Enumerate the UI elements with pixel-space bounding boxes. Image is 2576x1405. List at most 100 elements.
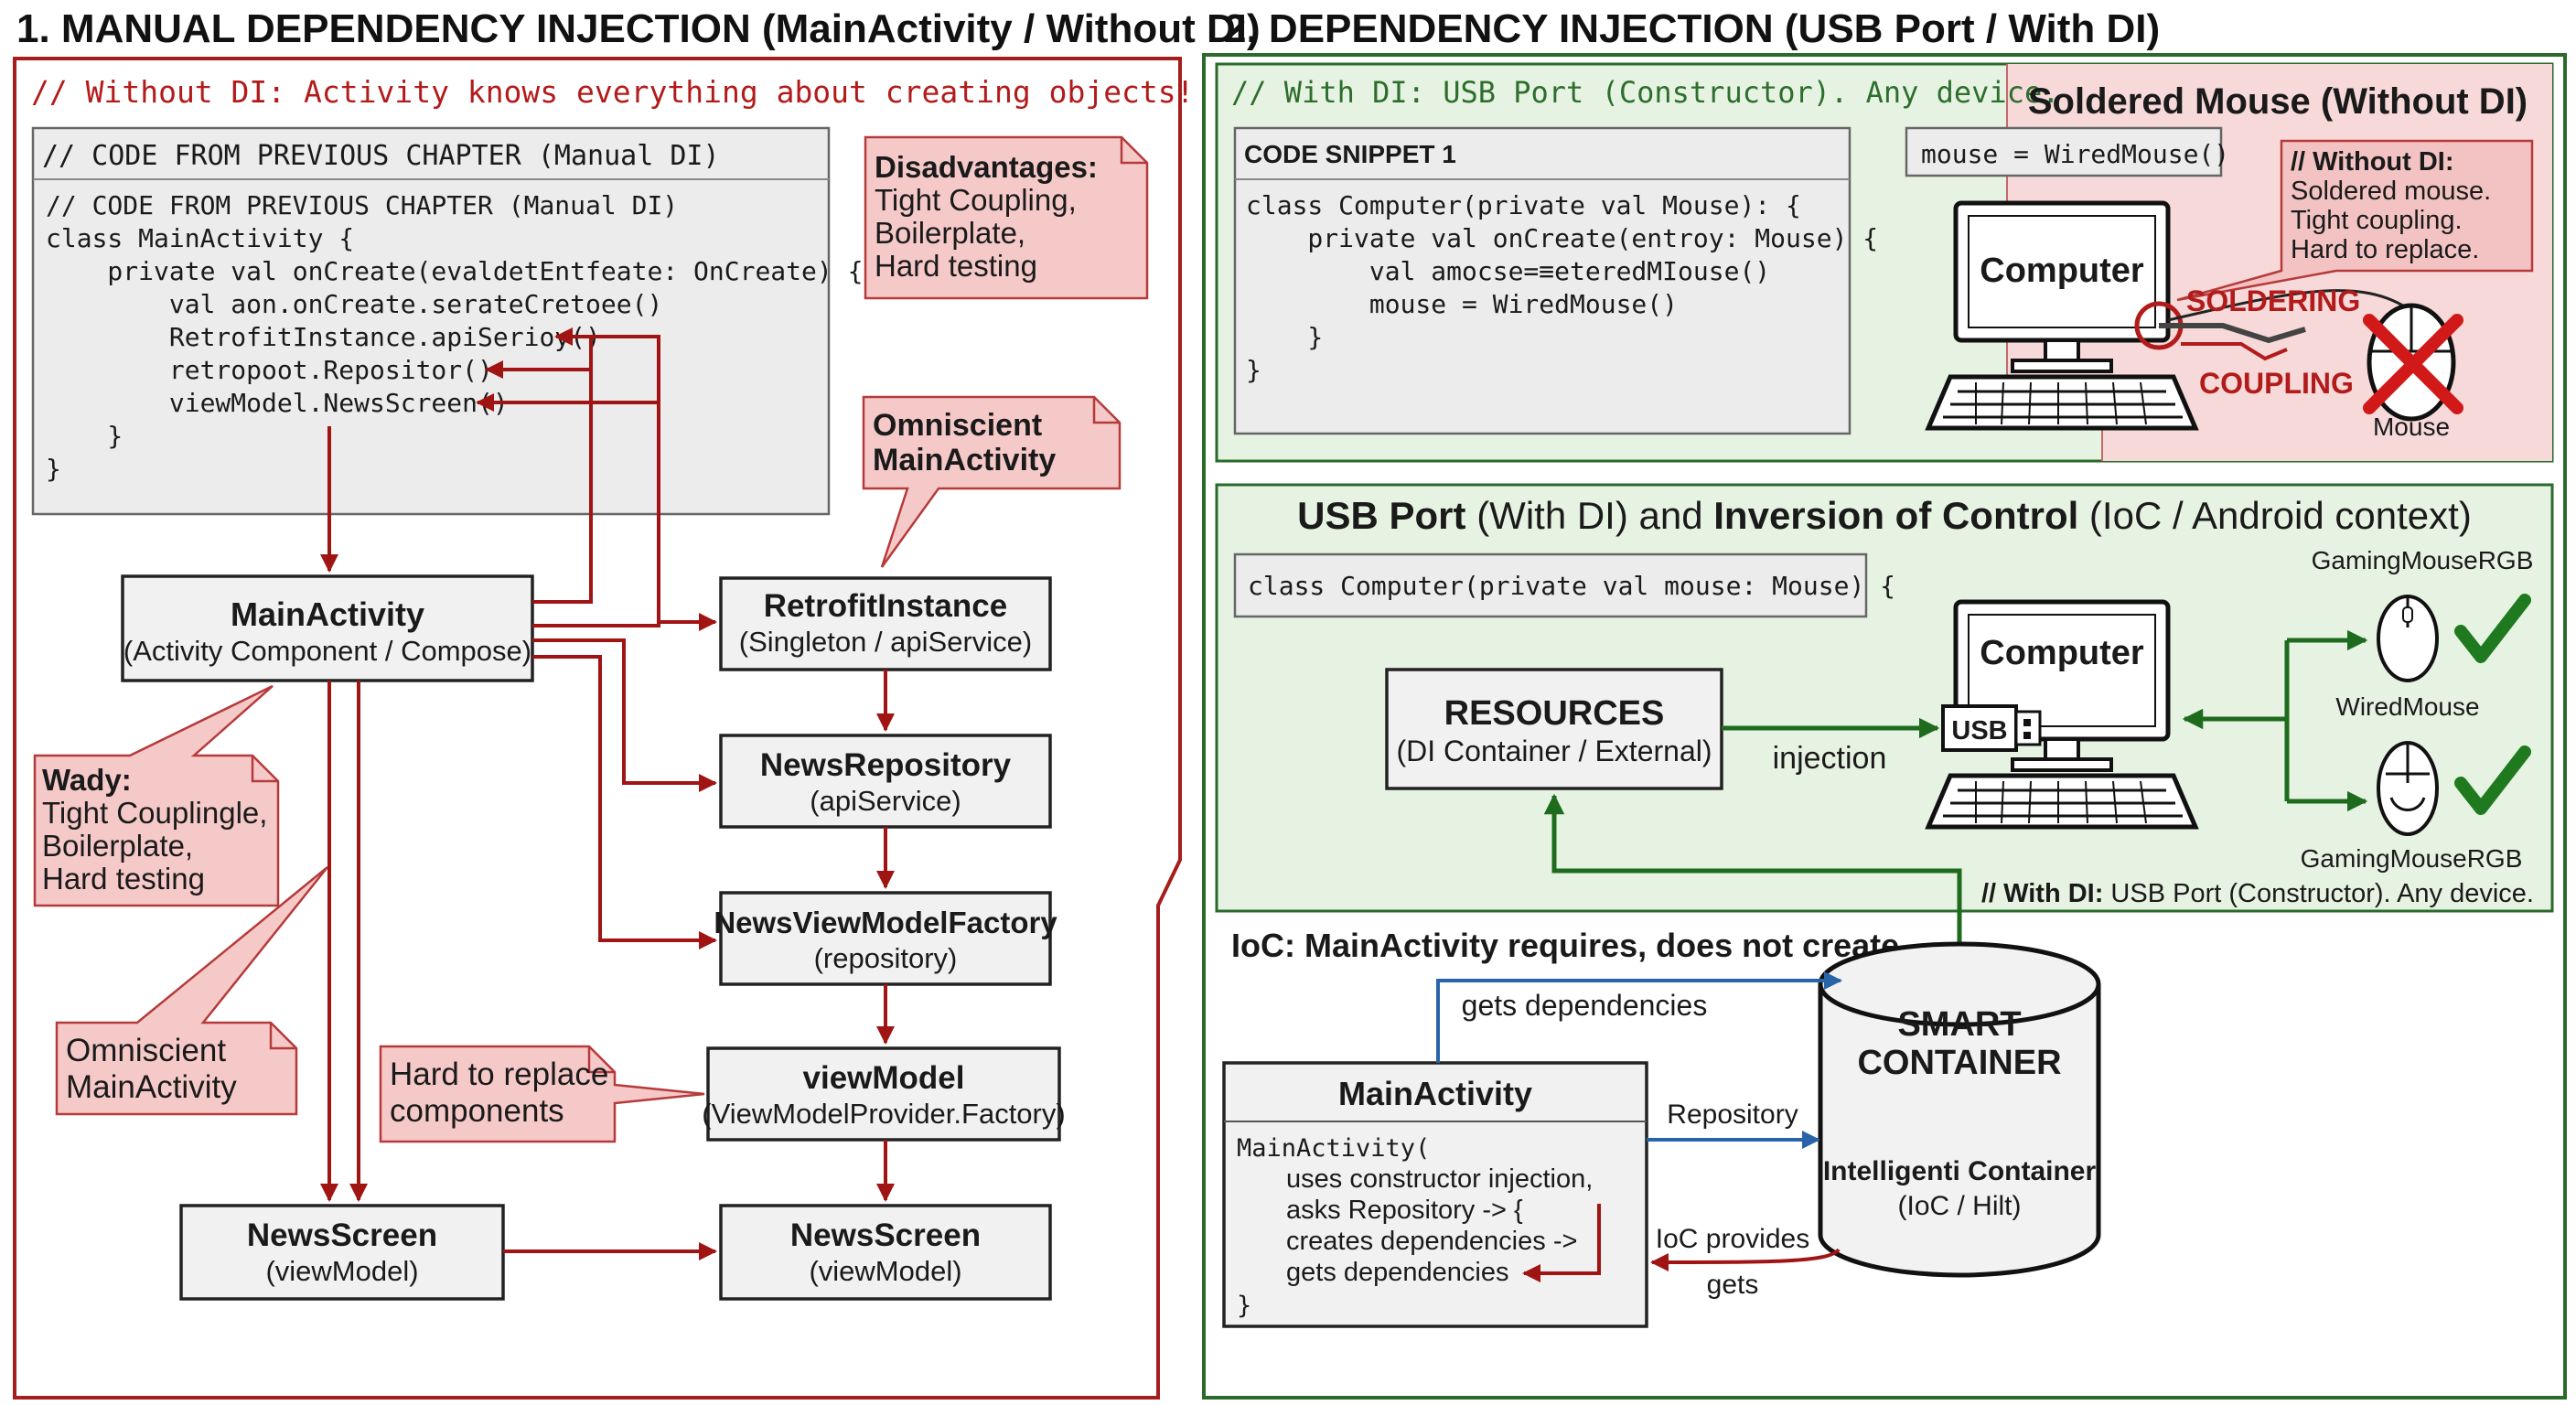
usb-label: USB xyxy=(1951,716,2007,745)
snippet-line: mouse = WiredMouse() xyxy=(1246,289,1678,319)
with-di-note-rest: USB Port (Constructor). Any device. xyxy=(2103,879,2534,908)
wired-code: mouse = WiredMouse() xyxy=(1921,139,2229,169)
note-text: Omniscient xyxy=(873,408,1042,443)
ioc-section: IoC: MainActivity requires, does not cre… xyxy=(1222,793,2101,1328)
note-text: MainActivity xyxy=(66,1069,237,1105)
repository-label: Repository xyxy=(1667,1099,1798,1130)
code-line: // CODE FROM PREVIOUS CHAPTER (Manual DI… xyxy=(46,190,678,220)
note-omniscient-top: Omniscient MainActivity xyxy=(862,395,1122,568)
box-title: MainActivity xyxy=(231,595,424,633)
box-title: RESOURCES xyxy=(1444,694,1665,733)
note-wady: Wady: Tight Couplingle, Boilerplate, Har… xyxy=(33,684,280,907)
code-line: private val onCreate(evaldetEntfeate: On… xyxy=(46,256,863,286)
note-text: Hard testing xyxy=(42,862,205,896)
svg-text:// Without DI: Solde: // Without DI: Soldered mouse. Tight cou… xyxy=(2291,147,2498,264)
box-news-screen-right: NewsScreen (viewModel) xyxy=(719,1204,1052,1301)
box-title: NewsScreen xyxy=(247,1217,437,1253)
note-text: Tight Couplingle, xyxy=(42,796,267,830)
note-text: MainActivity xyxy=(873,443,1056,477)
snippet-line: } xyxy=(1246,355,1261,385)
snippet-line: } xyxy=(1246,322,1323,352)
box-title: MainActivity xyxy=(1338,1075,1532,1112)
svg-text:Omniscient MainActivit: Omniscient MainActivity xyxy=(66,1033,237,1105)
right-frame xyxy=(1202,53,2567,1400)
note-text: Boilerplate, xyxy=(42,829,193,863)
code-line: class MainActivity { xyxy=(46,223,354,253)
snippet-line: class Computer(private val Mouse): { xyxy=(1246,190,1801,220)
usb-code: class Computer(private val mouse: Mouse)… xyxy=(1248,571,1895,601)
usb-title: USB Port (With DI) and Inversion of Cont… xyxy=(1297,494,2472,537)
ioc-provides-arrow xyxy=(1650,1248,1841,1271)
ioc-title: IoC: MainActivity requires, does not cre… xyxy=(1231,927,1899,964)
note-text: Wady: xyxy=(42,763,132,797)
box-title: RetrofitInstance xyxy=(764,588,1007,624)
gaming-mouse-label: GamingMouseRGB xyxy=(2312,546,2534,574)
code-line: MainActivity( xyxy=(1237,1134,1430,1163)
box-subtitle: (repository) xyxy=(814,942,958,974)
code-line: uses constructor injection, xyxy=(1286,1164,1593,1194)
box-news-viewmodel-factory: NewsViewModelFactory (repository) xyxy=(714,891,1057,986)
code-line: gets dependencies xyxy=(1286,1258,1508,1287)
note-text: Omniscient xyxy=(66,1033,226,1068)
left-comment: // Without DI: Activity knows everything… xyxy=(31,74,1195,110)
with-di-note-bold: // With DI: xyxy=(1981,879,2103,908)
code-line: retropoot.Repositor() xyxy=(46,355,493,385)
note-text: Soldered mouse. xyxy=(2291,177,2491,206)
svg-text:Hard to replace compon: Hard to replace components xyxy=(390,1056,617,1129)
usb-title-part: (With DI) and xyxy=(1466,494,1714,537)
keyboard-icon xyxy=(1925,773,2199,830)
code-snippet: CODE SNIPPET 1 class Computer(private va… xyxy=(1233,126,1878,435)
box-news-repository: NewsRepository (apiService) xyxy=(719,734,1052,829)
code-line: asks Repository -> { xyxy=(1286,1196,1523,1225)
wired-mouse-label: WiredMouse xyxy=(2335,692,2479,721)
gets-dependencies-label: gets dependencies xyxy=(1462,989,1708,1022)
box-title: viewModel xyxy=(803,1060,965,1096)
code-lines: // CODE FROM PREVIOUS CHAPTER (Manual DI… xyxy=(0,0,1002,484)
code-line: viewModel.NewsScreen() xyxy=(46,388,509,418)
arrow xyxy=(532,638,717,792)
code-box-frame xyxy=(31,126,831,516)
box-title: NewsScreen xyxy=(790,1217,981,1253)
mouse-label: Mouse xyxy=(2373,413,2450,441)
note-omniscient-left: Omniscient MainActivity xyxy=(55,866,328,1116)
snippet-line: private val onCreate(entroy: Mouse) { xyxy=(1246,223,1878,253)
note-text: Disadvantages: xyxy=(875,150,1098,184)
left-panel: 1. MANUAL DEPENDENCY INJECTION (MainActi… xyxy=(0,0,1261,1400)
top-section: // With DI: USB Port (Constructor). Any … xyxy=(1215,62,2554,463)
with-di-note: // With DI: USB Port (Constructor). Any … xyxy=(1981,879,2534,908)
without-di-note: // Without DI: Soldered mouse. Tight cou… xyxy=(2176,139,2534,302)
code-line: val aon.onCreate.serateCretoee() xyxy=(46,289,662,319)
solder-zigzag xyxy=(2181,342,2288,361)
smart-container-label: SMART xyxy=(1897,1005,2021,1044)
box-subtitle: (viewModel) xyxy=(809,1255,961,1287)
box-news-screen-left: NewsScreen (viewModel) xyxy=(179,1204,505,1301)
wired-code-box: mouse = WiredMouse() xyxy=(1905,126,2229,177)
computer-label: Computer xyxy=(1980,252,2144,290)
box-title: NewsViewModelFactory xyxy=(714,906,1057,939)
usb-title-part: USB Port xyxy=(1297,494,1465,537)
top-comment: // With DI: USB Port (Constructor). Any … xyxy=(1231,75,2059,110)
box-subtitle: (DI Container / External) xyxy=(1396,735,1712,767)
snippet-title: CODE SNIPPET 1 xyxy=(1244,140,1456,168)
check-icon xyxy=(2454,745,2531,815)
gets-label: gets xyxy=(1707,1270,1759,1300)
usb-plug-icon: USB xyxy=(1941,704,2042,752)
svg-text:MainActivity( uses c: MainActivity( uses constructor injection… xyxy=(1237,1133,1600,1320)
note-text: Hard to replace xyxy=(390,1056,608,1092)
usb-code-box: class Computer(private val mouse: Mouse)… xyxy=(1233,552,1895,618)
gaming-mouse-label: GamingMouseRGB xyxy=(2301,844,2523,873)
svg-text:Wady: Tight Couplingle: Wady: Tight Couplingle, Boilerplate, Har… xyxy=(42,763,276,896)
right-title: 2. DEPENDENCY INJECTION (USB Port / With… xyxy=(1224,6,2160,51)
smart-container-label: CONTAINER xyxy=(1857,1044,2061,1082)
note-text: Hard to replace. xyxy=(2291,235,2479,264)
usb-title-part: (IoC / Android context) xyxy=(2078,494,2472,537)
code-line: } xyxy=(46,421,123,451)
usb-section: USB Port (With DI) and Inversion of Cont… xyxy=(1215,483,2554,913)
computer-label: Computer xyxy=(1980,634,2144,672)
left-code-box: // CODE FROM PREVIOUS CHAPTER (Manual DI… xyxy=(0,0,1002,516)
box-subtitle: (Activity Component / Compose) xyxy=(123,635,531,667)
coupling-label: COUPLING xyxy=(2199,367,2354,400)
left-frame xyxy=(13,57,1182,1400)
svg-text:Omniscient MainActivit: Omniscient MainActivity xyxy=(873,408,1056,477)
box-subtitle: (ViewModelProvider.Factory) xyxy=(702,1098,1065,1130)
